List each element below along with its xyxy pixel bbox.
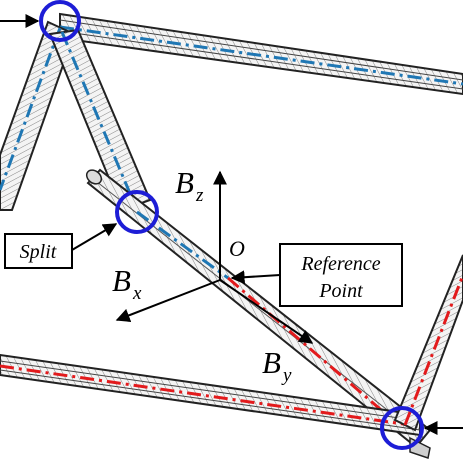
top-chord-centerline [59, 25, 463, 86]
bx-subscript: x [132, 283, 142, 304]
bottom-right-joint-circle [380, 406, 424, 450]
top-chord-tube [59, 12, 463, 96]
main-diagonal-tube [85, 168, 432, 449]
upper-diagonal-tube [48, 28, 152, 212]
top-left-joint-circle [39, 0, 81, 42]
bz-subscript: z [195, 185, 204, 206]
bx-axis-arrow [115, 279, 221, 322]
right-diagonal-tube [393, 254, 463, 432]
left-diagonal-centerline [0, 27, 62, 191]
reference-callout-box [279, 243, 403, 307]
origin-label: O [229, 236, 245, 261]
main-diagonal-centerline-blue [136, 210, 229, 280]
by-subscript: y [281, 365, 292, 386]
upper-diagonal-centerline [60, 31, 139, 211]
split-callout-text: Split [20, 241, 57, 263]
bx-label: B [112, 263, 131, 298]
bottom-chord-centerline [0, 364, 411, 427]
split-callout-arrow [71, 223, 118, 251]
reference-callout-line2: Point [318, 280, 363, 302]
reference-callout-arrow [230, 270, 281, 285]
split-callout-box [4, 233, 73, 269]
reference-callout-line1: Reference [300, 253, 380, 275]
bz-label: B [175, 165, 194, 200]
split-joint-circle [115, 190, 159, 234]
by-label: B [262, 345, 281, 380]
main-diagonal-centerline-red [227, 276, 403, 430]
by-axis-arrow [219, 279, 314, 344]
